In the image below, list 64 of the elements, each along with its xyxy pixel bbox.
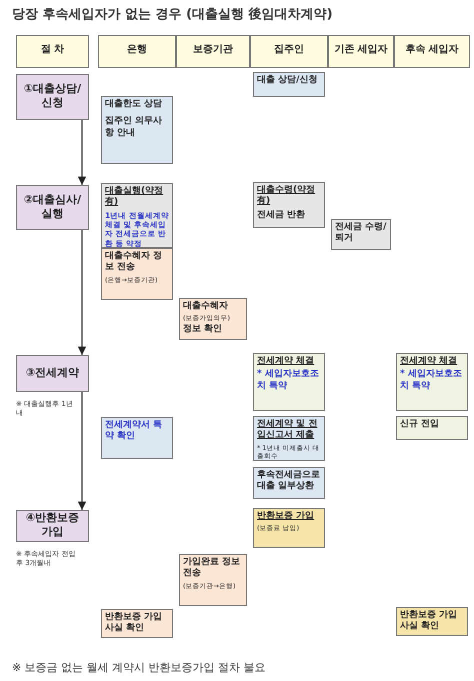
box-text: 반환보증 가입 [257, 511, 316, 522]
header-text: 후속 세입자 [405, 44, 459, 57]
process-box [101, 609, 173, 638]
header-text: 은행 [127, 44, 147, 57]
box-text: * 세입자보호조치 특약 [400, 369, 463, 392]
column-header [98, 35, 176, 68]
column-header [16, 35, 89, 68]
process-box [253, 416, 325, 461]
caption: ※ 보증금 없는 월세 계약시 반환보증가입 절차 불요 [12, 660, 266, 675]
step-box [16, 355, 89, 392]
box-text: 대출수혜자 [183, 301, 229, 312]
title: 당장 후속세입자가 없는 경우 (대출실행 後임대차계약) [12, 6, 333, 23]
box-text: 대출실행(약정有) [105, 186, 164, 208]
step-text: ③전세계약 [26, 366, 80, 380]
arrow [78, 230, 86, 355]
process-box [253, 508, 325, 548]
step-box [16, 74, 89, 120]
box-text: 대출수령(약정有) [257, 185, 316, 208]
box-text: 전세계약 및 전입신고서 제출 [257, 419, 318, 442]
process-box [101, 183, 173, 248]
box-text: 집주인 의무사항 안내 [105, 116, 164, 139]
box-text: 정보 확인 [183, 324, 224, 336]
box-text: * 세입자보호조치 특약 [257, 369, 320, 392]
process-box [101, 96, 173, 164]
box-text: 대출한도 상담 [105, 99, 164, 110]
step-text: ②대출심사/실행 [22, 192, 82, 220]
step-box [16, 510, 89, 542]
box-text: 가입완료 정보 전송 [183, 557, 242, 580]
header-text: 보증기관 [193, 44, 233, 57]
box-text: 신규 전입 [400, 419, 440, 430]
box-text: 전세계약 체결 [400, 356, 458, 368]
header-text: 집주인 [274, 44, 304, 57]
box-text: 전세계약서 특약 확인 [105, 420, 164, 442]
arrow [78, 120, 86, 185]
column-header [328, 35, 394, 68]
box-text: 전세금 반환 [257, 210, 306, 221]
process-box [331, 219, 391, 250]
step-box [16, 185, 89, 230]
box-text: 대출수혜자 정보 전송 [105, 251, 164, 274]
process-box [253, 467, 325, 499]
process-box [179, 554, 247, 606]
box-text: 전세계약 체결 [257, 356, 316, 368]
process-box [396, 416, 468, 440]
process-box [101, 248, 173, 300]
process-box [179, 298, 247, 340]
process-box [396, 353, 468, 411]
column-header [394, 35, 470, 68]
box-text: 반환보증 가입사실 확인 [400, 610, 458, 632]
box-text: 전세금 수령/퇴거 [335, 222, 387, 244]
step-text: ①대출상담/신청 [22, 82, 82, 110]
box-text: 대출 상담/신청 [257, 75, 318, 86]
step-text: ④반환보증 가입 [24, 511, 80, 539]
box-text: 후속전세금으로 대출 일부상환 [257, 470, 321, 492]
process-box [101, 417, 173, 459]
process-box [253, 353, 325, 411]
column-header [176, 35, 250, 68]
process-box [253, 72, 325, 97]
process-box [253, 182, 325, 228]
header-text: 절 차 [40, 44, 64, 57]
header-text: 기존 세입자 [334, 44, 388, 57]
arrow [78, 392, 86, 510]
process-box [396, 607, 468, 636]
box-text: 반환보증 가입사실 확인 [105, 612, 164, 634]
column-header [250, 35, 328, 68]
